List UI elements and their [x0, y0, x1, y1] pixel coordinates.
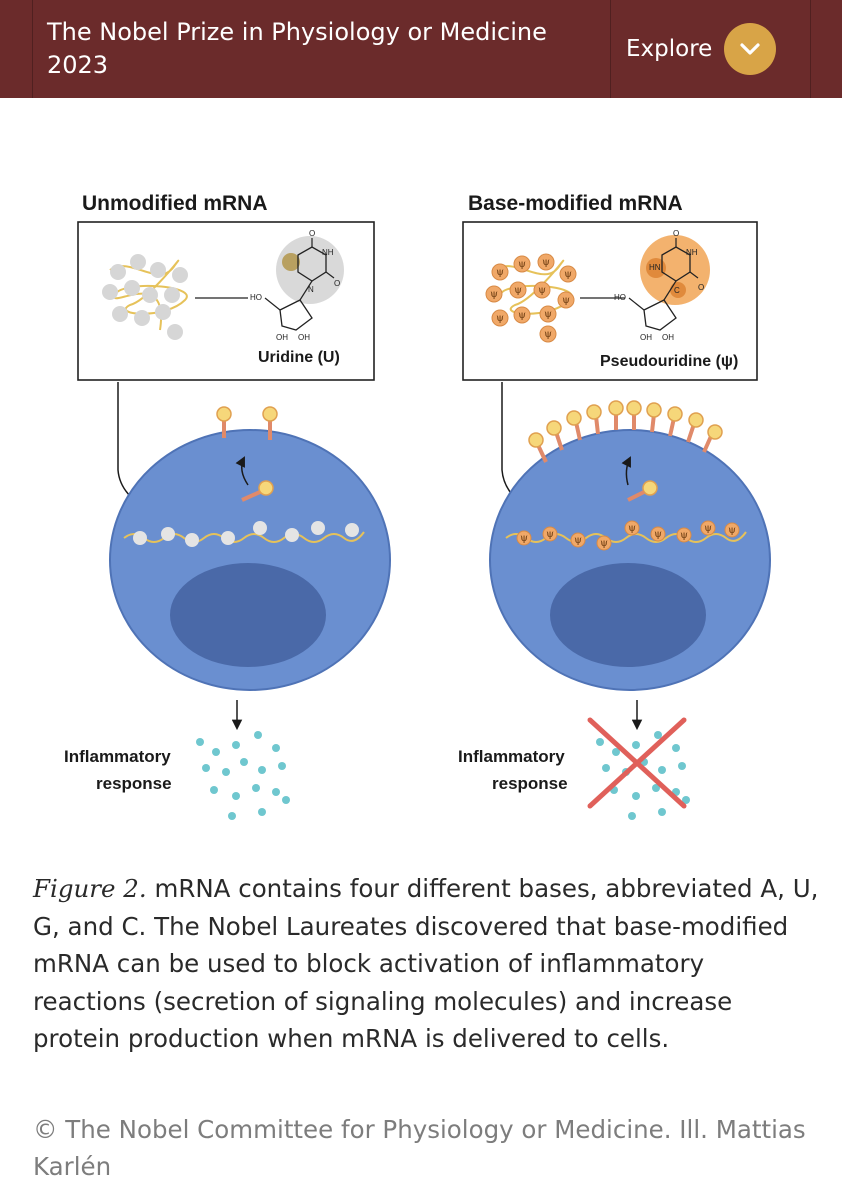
svg-text:ψ: ψ: [520, 533, 528, 544]
svg-text:ψ: ψ: [704, 523, 712, 534]
svg-text:ψ: ψ: [600, 538, 608, 549]
left-response-line1: Inflammatory: [64, 747, 171, 766]
right-signal-molecules: [596, 731, 690, 820]
atom-o: O: [334, 279, 340, 288]
right-response-line2: response: [492, 774, 568, 793]
atom-oh: OH: [640, 333, 652, 342]
atom-c: C: [674, 286, 680, 295]
unmodified-mrna-ball: [102, 254, 188, 340]
left-response-line2: response: [96, 774, 172, 793]
figure-caption: Figure 2. mRNA contains four different b…: [33, 870, 823, 1058]
svg-text:ψ: ψ: [518, 259, 526, 270]
atom-nh: NH: [322, 248, 334, 257]
site-header: The Nobel Prize in Physiology or Medicin…: [0, 0, 842, 98]
figure-label: Figure 2.: [33, 874, 147, 903]
svg-text:ψ: ψ: [728, 525, 736, 536]
atom-hn: HN: [649, 263, 661, 272]
svg-text:ψ: ψ: [544, 309, 552, 320]
svg-text:ψ: ψ: [542, 257, 550, 268]
svg-text:ψ: ψ: [538, 285, 546, 296]
svg-text:ψ: ψ: [562, 295, 570, 306]
right-molecule-label: Pseudouridine (ψ): [600, 353, 738, 370]
uridine-structure: O NH N O HO OH OH: [250, 229, 344, 342]
svg-text:ψ: ψ: [518, 310, 526, 321]
right-response-line1: Inflammatory: [458, 747, 565, 766]
svg-text:ψ: ψ: [490, 289, 498, 300]
svg-text:ψ: ψ: [654, 529, 662, 540]
svg-text:ψ: ψ: [546, 529, 554, 540]
header-divider: [32, 0, 33, 98]
left-heading: Unmodified mRNA: [82, 192, 268, 215]
right-heading: Base-modified mRNA: [468, 192, 683, 215]
svg-text:ψ: ψ: [574, 535, 582, 546]
atom-ho: HO: [250, 293, 262, 302]
atom-o: O: [309, 229, 315, 238]
chevron-down-icon: [740, 43, 760, 55]
explore-label: Explore: [626, 36, 713, 62]
explore-button[interactable]: Explore: [610, 0, 810, 98]
pseudouridine-structure: O NH HN C O HO OH OH: [614, 229, 710, 342]
svg-text:ψ: ψ: [680, 530, 688, 541]
image-credit: © The Nobel Committee for Physiology or …: [33, 1115, 806, 1181]
left-molecule-label: Uridine (U): [258, 349, 340, 366]
svg-text:ψ: ψ: [628, 523, 636, 534]
atom-oh: OH: [662, 333, 674, 342]
explore-toggle[interactable]: [724, 23, 777, 75]
svg-text:ψ: ψ: [564, 269, 572, 280]
atom-oh: OH: [298, 333, 310, 342]
header-divider: [810, 0, 811, 98]
blocked-cross-icon: [587, 717, 687, 809]
atom-o: O: [698, 283, 704, 292]
svg-text:ψ: ψ: [496, 267, 504, 278]
atom-oh: OH: [276, 333, 288, 342]
atom-o: O: [673, 229, 679, 238]
header-divider: [610, 0, 611, 98]
atom-n: N: [308, 285, 314, 294]
svg-text:ψ: ψ: [544, 329, 552, 340]
right-molecule-box: [462, 221, 758, 381]
caption-text: mRNA contains four different bases, abbr…: [33, 874, 819, 1053]
svg-text:ψ: ψ: [496, 313, 504, 324]
atom-ho: HO: [614, 293, 626, 302]
page-title: The Nobel Prize in Physiology or Medicin…: [47, 18, 547, 79]
svg-text:ψ: ψ: [514, 285, 522, 296]
left-signal-molecules: [196, 731, 290, 820]
right-cell: ψ ψ ψ ψ ψ ψ ψ ψ ψ: [489, 400, 771, 691]
atom-nh: NH: [686, 248, 698, 257]
left-cell: [109, 406, 391, 691]
figure-illustration: Unmodified mRNA O NH N: [0, 98, 842, 868]
